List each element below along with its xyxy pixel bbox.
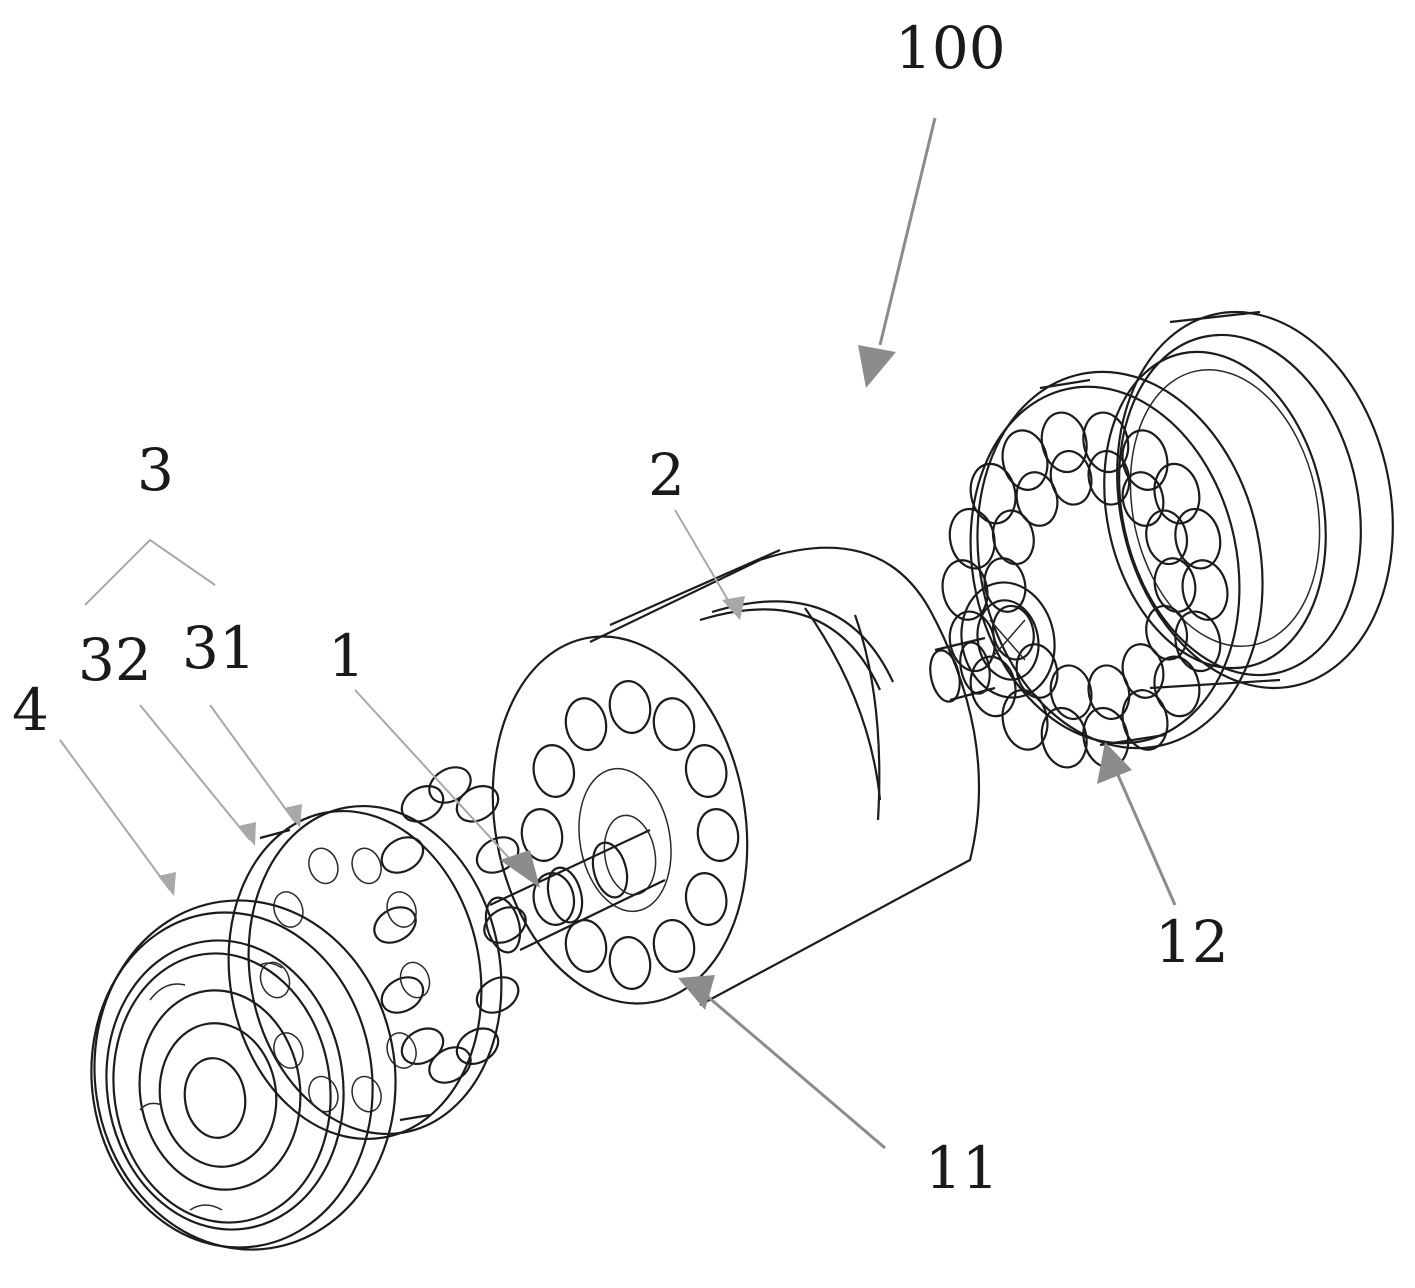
right-end-cap bbox=[1103, 310, 1394, 690]
cylinder-bore bbox=[684, 872, 728, 926]
roller bbox=[380, 976, 425, 1014]
label-3: 3 bbox=[137, 436, 174, 504]
left-end-cap bbox=[90, 899, 397, 1251]
roller bbox=[1015, 471, 1059, 527]
left-distribution-plate bbox=[227, 804, 503, 1141]
callout-4: 4 bbox=[12, 676, 176, 896]
callout-11: 11 bbox=[678, 975, 999, 1202]
port bbox=[386, 891, 417, 928]
port bbox=[273, 1032, 304, 1069]
roller bbox=[969, 462, 1017, 525]
port bbox=[399, 961, 431, 999]
left-roller-cluster bbox=[373, 766, 527, 1084]
roller bbox=[1145, 604, 1189, 661]
cylinder-bore bbox=[652, 918, 696, 973]
callout-3: 3 bbox=[84, 436, 216, 606]
cylinder-bore bbox=[608, 936, 652, 990]
port bbox=[308, 1075, 339, 1113]
right-shaft bbox=[929, 636, 996, 703]
roller bbox=[1121, 643, 1165, 699]
roller bbox=[1121, 429, 1169, 491]
roller bbox=[1121, 471, 1165, 527]
roller bbox=[1049, 449, 1093, 506]
roller bbox=[400, 1027, 445, 1065]
main-shaft bbox=[484, 829, 666, 954]
roller bbox=[1174, 610, 1222, 673]
roller bbox=[1087, 664, 1131, 721]
roller bbox=[1153, 655, 1201, 718]
roller bbox=[969, 655, 1017, 718]
arrowhead-icon bbox=[678, 975, 715, 1010]
label-4: 4 bbox=[12, 676, 49, 744]
arrowhead-icon bbox=[158, 872, 176, 896]
roller bbox=[983, 557, 1027, 613]
cylinder-bore bbox=[696, 808, 740, 862]
roller bbox=[483, 906, 527, 944]
callout-100: 100 bbox=[858, 14, 1006, 388]
arrowhead-icon bbox=[1097, 742, 1132, 784]
label-100: 100 bbox=[895, 14, 1006, 82]
label-1: 1 bbox=[328, 622, 365, 690]
arrowhead-icon bbox=[500, 850, 540, 888]
roller bbox=[1145, 509, 1189, 566]
roller bbox=[991, 604, 1035, 661]
port bbox=[386, 1032, 417, 1069]
roller bbox=[373, 906, 417, 944]
cylinder-bore bbox=[564, 697, 608, 752]
roller bbox=[1174, 507, 1222, 570]
roller bbox=[428, 1046, 472, 1084]
port bbox=[308, 847, 339, 885]
roller bbox=[1153, 557, 1197, 613]
cylinder-bore bbox=[684, 744, 728, 798]
label-11: 11 bbox=[925, 1134, 999, 1202]
roller bbox=[428, 766, 472, 804]
roller bbox=[991, 509, 1035, 566]
cylinder-bore bbox=[532, 872, 576, 926]
callout-12: 12 bbox=[1097, 742, 1229, 976]
cylinder-bore bbox=[520, 808, 564, 862]
roller bbox=[475, 836, 520, 874]
label-2: 2 bbox=[648, 441, 685, 509]
roller bbox=[455, 785, 500, 823]
arrowhead-icon bbox=[858, 345, 896, 388]
cylinder-bore bbox=[652, 697, 696, 752]
roller bbox=[475, 976, 520, 1014]
callout-32: 32 bbox=[78, 626, 256, 846]
right-roller-ring bbox=[941, 411, 1229, 769]
roller bbox=[380, 836, 425, 874]
callout-1: 1 bbox=[328, 622, 540, 888]
port bbox=[273, 891, 304, 928]
roller bbox=[455, 1027, 500, 1065]
arrowhead-icon bbox=[284, 804, 302, 828]
roller bbox=[1015, 643, 1059, 699]
port bbox=[351, 1075, 382, 1113]
cylinder-bore bbox=[532, 744, 576, 798]
arrowhead-icon bbox=[722, 596, 745, 620]
roller bbox=[1001, 689, 1049, 751]
callout-31: 31 bbox=[182, 614, 302, 828]
roller bbox=[1087, 449, 1131, 506]
label-12: 12 bbox=[1155, 908, 1229, 976]
roller bbox=[1001, 429, 1049, 491]
label-31: 31 bbox=[182, 614, 256, 682]
cylinder-bore bbox=[608, 680, 652, 734]
arrowhead-icon bbox=[238, 822, 256, 846]
port bbox=[351, 847, 382, 885]
roller bbox=[1049, 664, 1093, 721]
label-32: 32 bbox=[78, 626, 152, 694]
cylinder-block bbox=[491, 546, 981, 1006]
roller bbox=[1040, 411, 1088, 474]
roller bbox=[400, 785, 445, 823]
callout-2: 2 bbox=[648, 441, 745, 620]
